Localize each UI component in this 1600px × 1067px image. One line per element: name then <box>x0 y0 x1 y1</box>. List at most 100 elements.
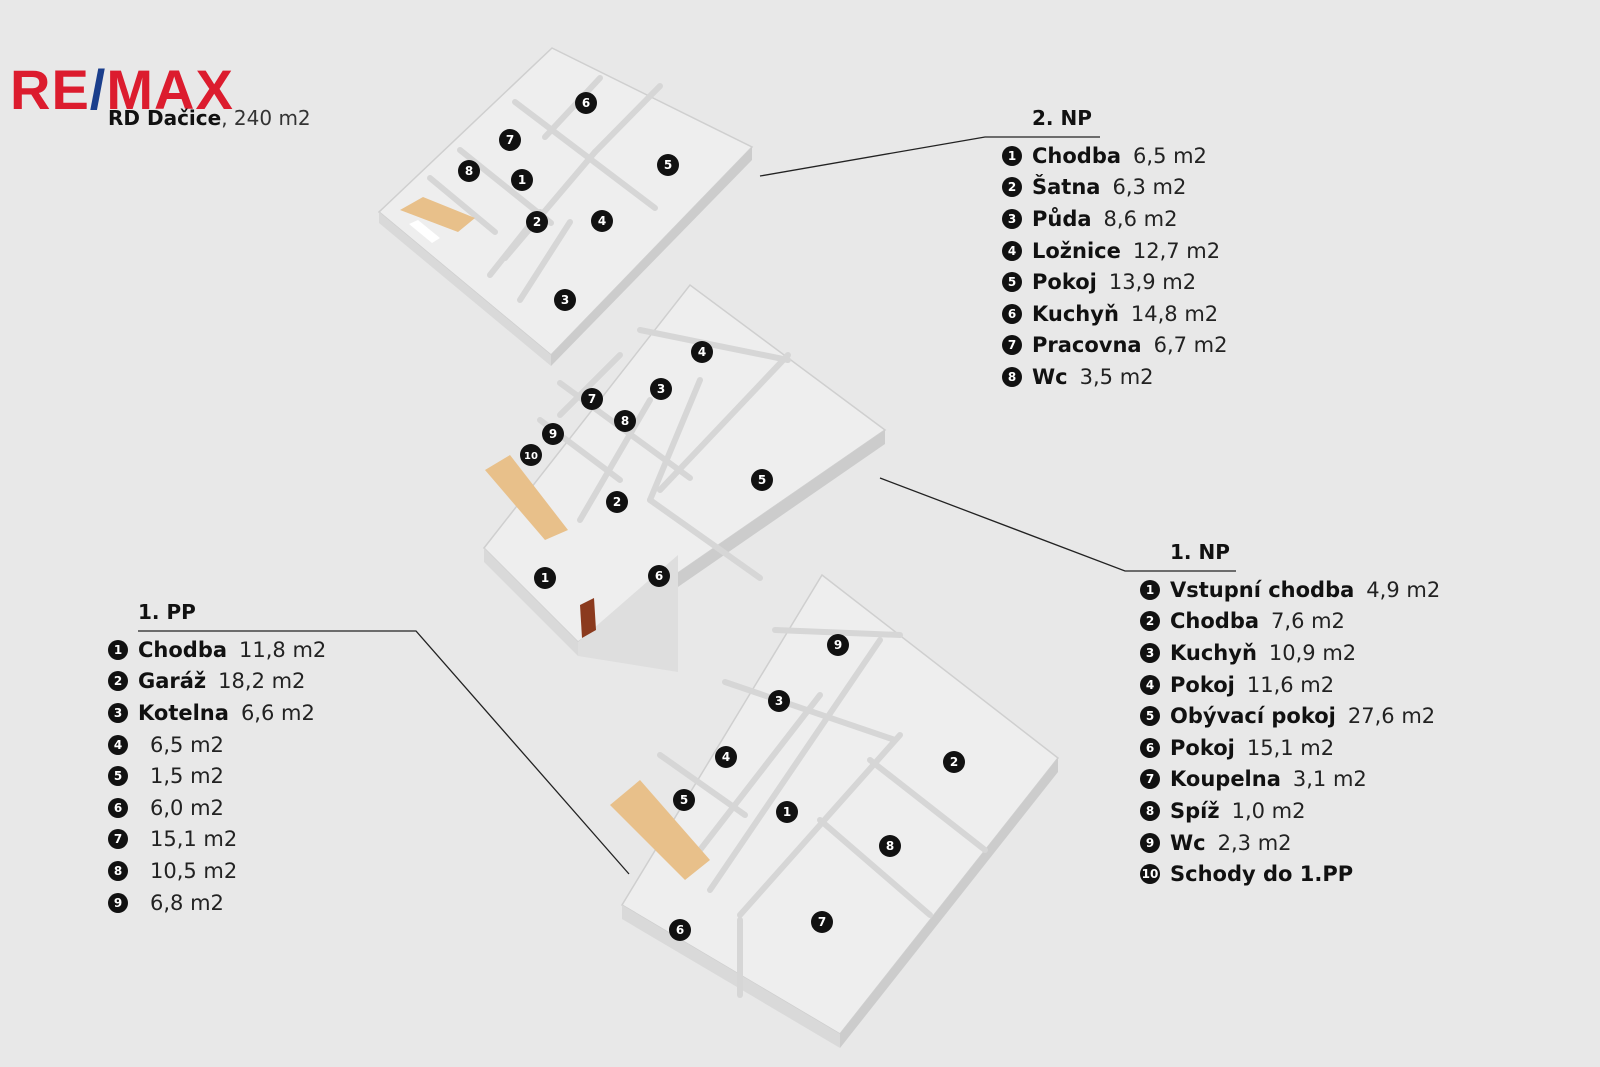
legend-1np-title: 1. NP <box>1170 540 1230 564</box>
room-marker-circle <box>591 210 613 232</box>
room-marker-circle <box>520 444 542 466</box>
room-number-badge: 2 <box>108 671 128 692</box>
room-number-badge: 4 <box>1002 240 1022 261</box>
room-marker-np1: 4 <box>691 341 713 363</box>
room-marker-label: 9 <box>834 638 842 652</box>
room-marker-label: 5 <box>758 473 766 487</box>
room-area: 13,9 m2 <box>1108 270 1197 295</box>
room-marker-label: 7 <box>588 392 596 406</box>
room-marker-label: 1 <box>518 173 526 187</box>
room-name: Kuchyň <box>1032 301 1119 326</box>
floor-plan-1pp <box>610 573 1060 1048</box>
room-number-badge: 6 <box>108 797 128 818</box>
leader-line-1pp <box>138 630 630 875</box>
room-marker-circle <box>768 690 790 712</box>
legend-item: 8 Spíž 1,0 m2 <box>1140 795 1440 827</box>
property-area: , 240 m2 <box>221 106 311 130</box>
room-marker-np1: 6 <box>648 565 670 587</box>
property-name: RD Dačice <box>108 106 222 130</box>
room-area: 1,5 m2 <box>150 764 224 789</box>
floor-plan-2np <box>377 47 754 366</box>
room-area: 6,3 m2 <box>1112 175 1187 200</box>
room-area: 11,8 m2 <box>239 637 327 662</box>
legend-1pp-title: 1. PP <box>138 600 196 624</box>
logo-slash: / <box>89 58 107 121</box>
room-marker-label: 3 <box>775 694 783 708</box>
room-marker-pp1: 7 <box>811 911 833 933</box>
room-marker-circle <box>575 92 597 114</box>
legend-2np-title: 2. NP <box>1032 106 1092 130</box>
room-marker-circle <box>650 378 672 400</box>
room-marker-circle <box>669 919 691 941</box>
room-marker-label: 4 <box>722 750 730 764</box>
room-marker-circle <box>534 567 556 589</box>
door-1np <box>580 598 596 638</box>
room-number-badge: 5 <box>108 766 128 787</box>
property-title: RD Dačice, 240 m2 <box>108 106 311 130</box>
room-area: 8,6 m2 <box>1103 206 1178 231</box>
room-marker-circle <box>458 160 480 182</box>
room-number-badge: 5 <box>1140 706 1160 727</box>
room-area: 6,0 m2 <box>150 795 224 820</box>
room-area: 3,1 m2 <box>1292 767 1367 792</box>
logo-part1: RE <box>10 58 90 121</box>
room-marker-pp1: 6 <box>669 919 691 941</box>
room-marker-pp1: 8 <box>879 835 901 857</box>
room-marker-label: 8 <box>886 839 894 853</box>
room-name: Vstupní chodba <box>1170 577 1355 602</box>
room-name: Ložnice <box>1032 238 1121 263</box>
room-marker-np2: 7 <box>499 129 521 151</box>
room-number-badge: 4 <box>1140 674 1160 695</box>
room-marker-circle <box>614 410 636 432</box>
room-name: Pokoj <box>1170 735 1235 760</box>
room-area: 6,7 m2 <box>1153 333 1228 358</box>
legend-item: 3 Půda 8,6 m2 <box>1002 203 1228 235</box>
leader-line-1np <box>879 477 1236 572</box>
room-name: Pracovna <box>1032 333 1142 358</box>
room-marker-circle <box>691 341 713 363</box>
room-marker-label: 8 <box>621 414 629 428</box>
room-name: Půda <box>1032 206 1092 231</box>
room-area: 1,0 m2 <box>1231 798 1306 823</box>
room-marker-np2: 6 <box>575 92 597 114</box>
room-marker-circle <box>715 746 737 768</box>
room-marker-pp1: 5 <box>673 789 695 811</box>
room-area: 6,5 m2 <box>1133 143 1207 168</box>
room-number-badge: 8 <box>1140 800 1160 821</box>
room-marker-circle <box>751 469 773 491</box>
room-marker-np1: 2 <box>606 491 628 513</box>
room-marker-circle <box>811 911 833 933</box>
room-area: 15,1 m2 <box>1246 735 1335 760</box>
room-area: 6,6 m2 <box>240 700 315 725</box>
room-marker-label: 2 <box>613 495 621 509</box>
room-marker-label: 2 <box>533 215 541 229</box>
room-name: Spíž <box>1170 798 1220 823</box>
room-marker-pp1: 9 <box>827 634 849 656</box>
room-number-badge: 1 <box>1002 145 1022 166</box>
room-marker-circle <box>943 751 965 773</box>
room-marker-circle <box>879 835 901 857</box>
logo-part2: MAX <box>106 58 234 121</box>
room-area: 15,1 m2 <box>150 827 238 852</box>
room-marker-circle <box>827 634 849 656</box>
room-marker-label: 6 <box>582 96 590 110</box>
room-area: 27,6 m2 <box>1347 704 1436 729</box>
room-number-badge: 3 <box>1002 208 1022 229</box>
room-name: Šatna <box>1032 175 1101 200</box>
room-marker-label: 6 <box>676 923 684 937</box>
